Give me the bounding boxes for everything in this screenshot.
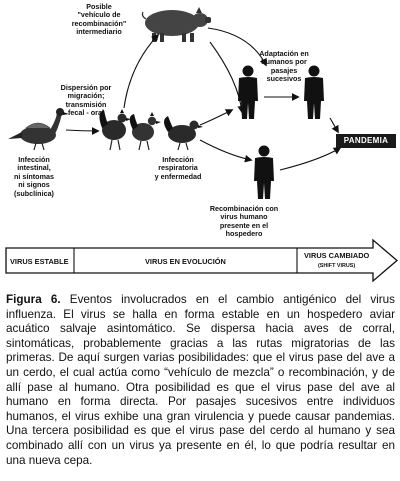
figure-number: Figura 6. xyxy=(6,293,61,306)
timeline-stable: VIRUS ESTABLE xyxy=(10,257,69,266)
wild-duck-icon xyxy=(8,108,69,151)
figure-caption: Figura 6. Eventos involucrados en el cam… xyxy=(6,293,395,468)
asymptomatic-label: Infección intestinal, ni síntomas ni sig… xyxy=(14,155,54,198)
timeline-shift: (SHIFT VIRUS) xyxy=(318,263,356,269)
rooster-icon xyxy=(129,112,161,151)
caption-text: Eventos involucrados en el cambio antigé… xyxy=(6,293,396,467)
pandemic-badge: PANDEMIA xyxy=(336,134,396,148)
recombination-label: Recombinación con virus humano presente … xyxy=(209,204,279,239)
rooster-icon xyxy=(164,116,203,151)
timeline-evolution: VIRUS EN EVOLUCIÓN xyxy=(145,257,226,266)
influenza-diagram xyxy=(5,7,399,283)
rooster-icon xyxy=(99,109,131,151)
flow-arrows xyxy=(65,27,342,171)
human-icon xyxy=(254,145,274,199)
respiratory-label: Infección respiratoria y enfermedad xyxy=(154,155,202,181)
pig-label: Posible "vehículo de recombinación" inte… xyxy=(71,2,127,37)
dispersion-label: Dispersión por migración; transmisión fe… xyxy=(60,83,112,118)
timeline-arrow xyxy=(5,238,399,283)
pig-icon xyxy=(141,7,211,42)
adaptation-label: Adaptación en humanos por pasajes sucesi… xyxy=(259,49,309,84)
timeline-changed: VIRUS CAMBIADO xyxy=(304,251,370,260)
